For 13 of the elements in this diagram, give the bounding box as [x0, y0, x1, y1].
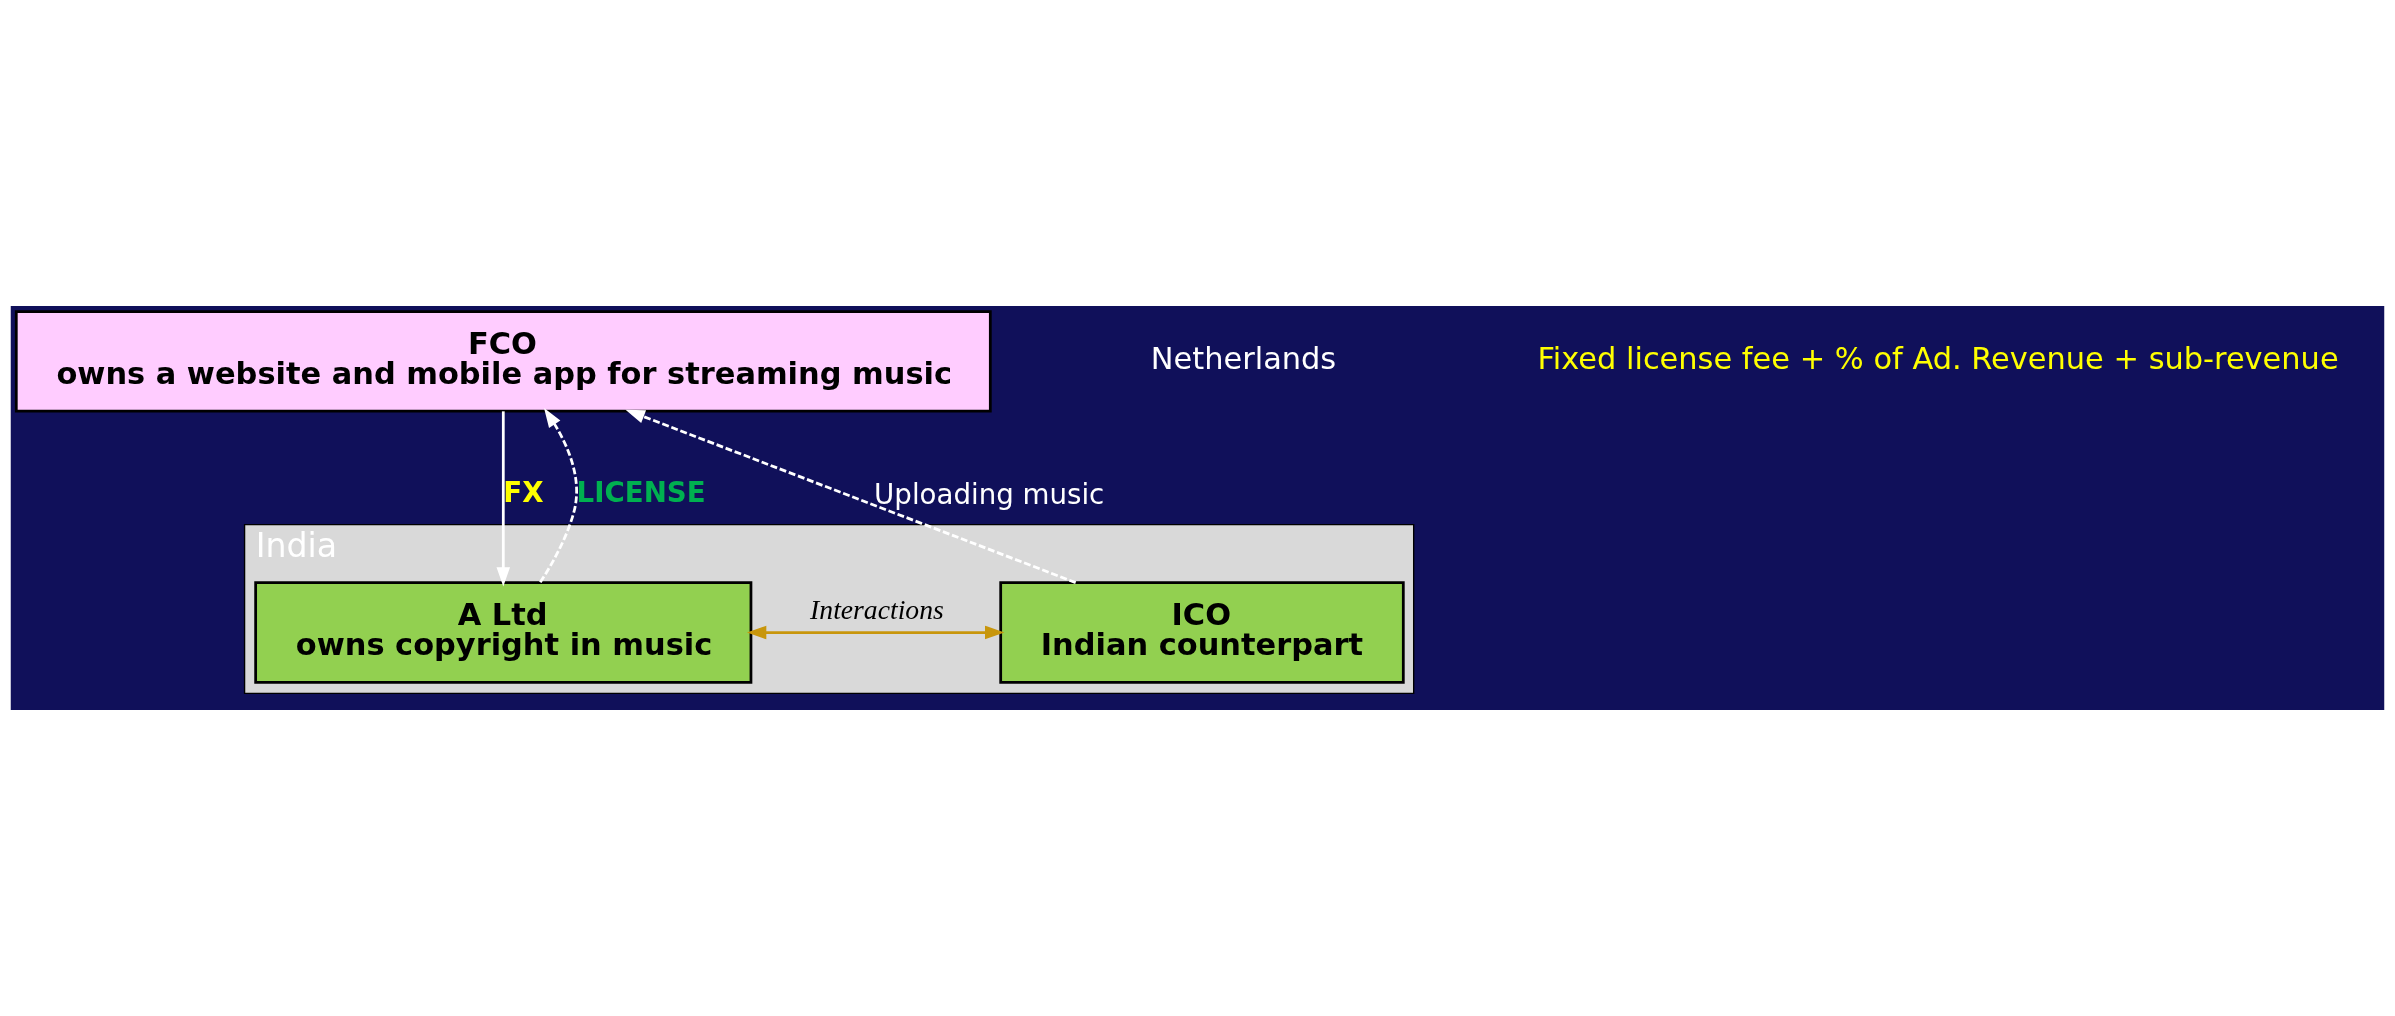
arrow: [539, 408, 578, 584]
edge-label: Uploading music: [874, 477, 1105, 511]
label: Netherlands: [1150, 341, 1337, 377]
arrow: [746, 625, 1005, 640]
node-box: ICO Indian counterpart: [999, 581, 1405, 684]
node-box: FCO owns a website and mobile app for streaming music: [14, 310, 992, 413]
edge-label: LICENSE: [576, 476, 706, 510]
arrow: [625, 409, 1077, 584]
edge-label: Interactions: [810, 593, 944, 625]
label: Fixed license fee + % of Ad. Revenue + sub-revenue: [1537, 341, 2339, 377]
edge-label: FX: [503, 476, 544, 510]
arrow: [496, 411, 511, 587]
node-box: A Ltd owns copyright in music: [254, 581, 753, 684]
